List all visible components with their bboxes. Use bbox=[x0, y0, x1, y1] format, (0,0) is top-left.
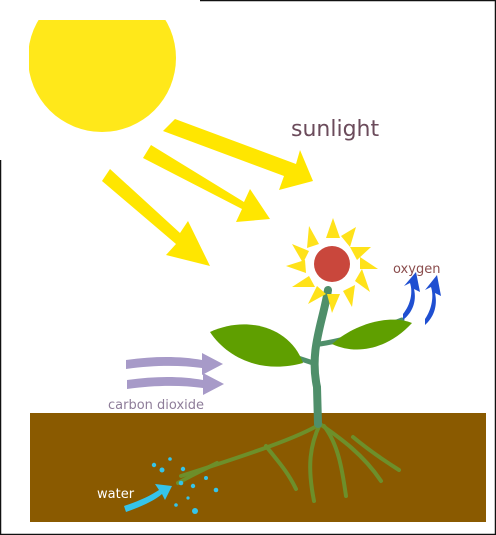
soil bbox=[30, 413, 486, 522]
water-droplet-8 bbox=[214, 488, 219, 493]
flower-center bbox=[314, 246, 350, 282]
water-droplet-5 bbox=[179, 481, 184, 486]
water-droplet-2 bbox=[160, 468, 165, 473]
water-label: water bbox=[97, 487, 135, 502]
sun-clip-left bbox=[0, 0, 29, 160]
water-droplet-4 bbox=[181, 467, 185, 471]
water-droplet-10 bbox=[192, 508, 198, 514]
water-droplet-11 bbox=[186, 496, 189, 499]
oxygen-label: oxygen bbox=[393, 262, 440, 277]
carbon-dioxide-label: carbon dioxide bbox=[108, 398, 204, 413]
water-droplet-1 bbox=[152, 463, 156, 467]
water-droplet-7 bbox=[204, 476, 208, 480]
sunlight-label: sunlight bbox=[291, 117, 379, 142]
sun-clip-top bbox=[0, 0, 200, 20]
water-droplet-6 bbox=[191, 484, 195, 488]
water-droplet-3 bbox=[168, 457, 172, 461]
water-droplet-9 bbox=[174, 503, 178, 507]
